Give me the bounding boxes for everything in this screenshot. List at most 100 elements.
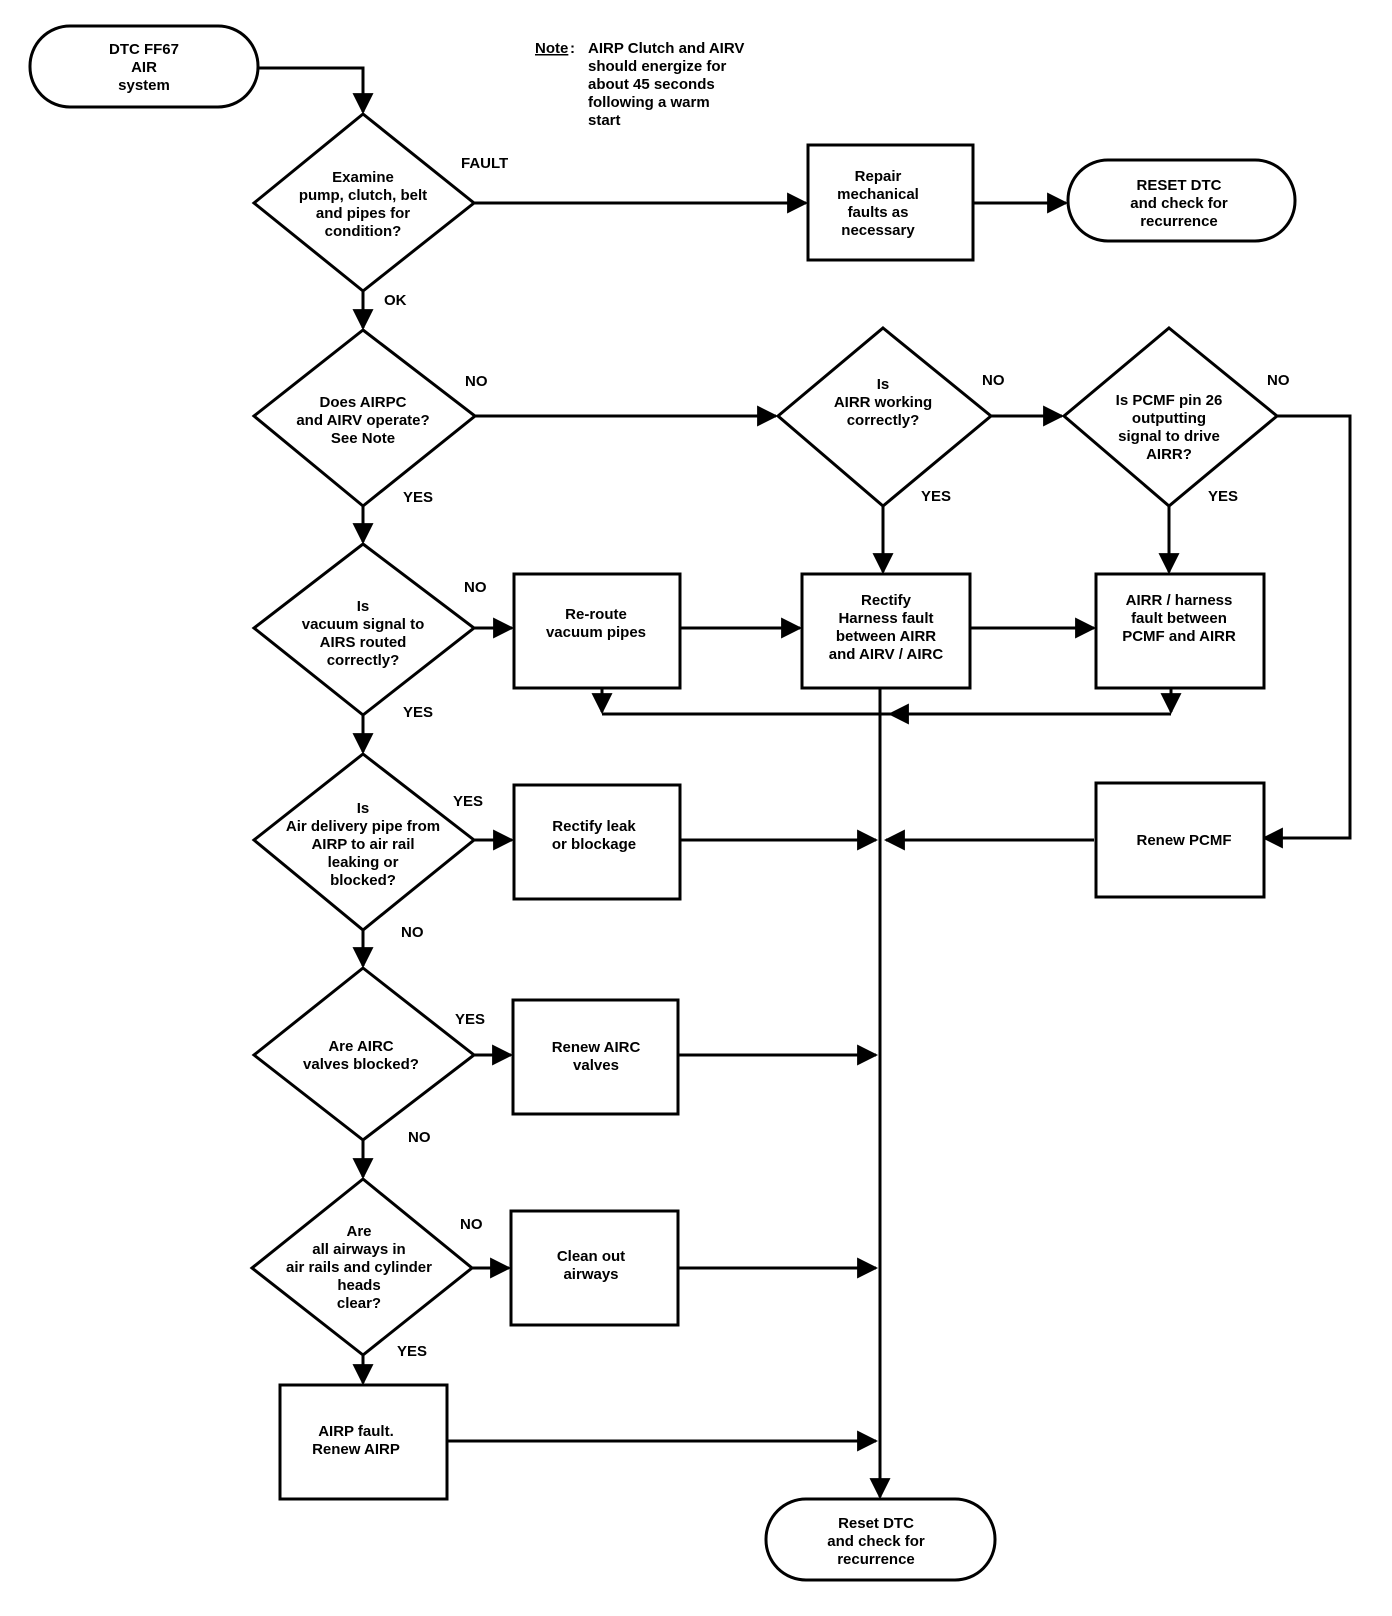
node-text: Re-route [565,606,627,623]
edge-label-airr-no: NO [982,372,1005,389]
edge-label-airpc-no: NO [465,373,488,390]
node-text: RESET DTC [1136,177,1221,194]
node-text: Is [877,376,890,393]
node-text: AIR [131,59,157,76]
node-text: correctly? [327,652,400,669]
edge-label-airpc-yes: YES [403,489,433,506]
edge-label-ok: OK [384,292,407,309]
note-heading: Note [535,40,568,57]
node-text: Does AIRPC [320,394,407,411]
note-line: about 45 seconds [588,76,715,93]
node-text: and check for [827,1533,925,1550]
node-text: between AIRR [836,628,936,645]
note-colon: : [570,40,575,57]
node-text: signal to drive [1118,428,1220,445]
node-text: DTC FF67 [109,41,179,58]
node-text: blocked? [330,872,396,889]
decision-vacuum: Is vacuum signal to AIRS routed correctl… [251,542,477,717]
node-text: fault between [1131,610,1227,627]
note: Note : AIRP Clutch and AIRV should energ… [535,40,744,129]
decision-airr: Is AIRR working correctly? [775,326,994,508]
node-text: Renew AIRC [552,1039,641,1056]
terminator-reset-bottom: Reset DTC and check for recurrence [764,1497,997,1582]
node-text: system [118,77,170,94]
node-text: AIRP fault. [318,1423,394,1440]
box-airp-fault: AIRP fault. Renew AIRP [278,1383,449,1501]
decision-pcmf: Is PCMF pin 26 outputting signal to driv… [1061,326,1280,508]
node-text: outputting [1132,410,1206,427]
edge-label-pcmf-no: NO [1267,372,1290,389]
connectors [257,66,1352,1500]
node-text: valves blocked? [303,1056,419,1073]
decision-airpc: Does AIRPC and AIRV operate? See Note [251,328,478,508]
node-text: recurrence [1140,213,1218,230]
note-line: AIRP Clutch and AIRV [588,40,744,57]
node-text: and AIRV operate? [296,412,429,429]
node-text: Is [357,598,370,615]
edge-label-airways-yes: YES [397,1343,427,1360]
decision-airc-valves: Are AIRC valves blocked? [251,966,477,1142]
node-text: Reset DTC [838,1515,914,1532]
node-text: correctly? [847,412,920,429]
node-text: clear? [337,1295,381,1312]
note-line: following a warm [588,94,710,111]
node-text: Is [357,800,370,817]
node-text: See Note [331,430,395,447]
box-renew-pcmf: Renew PCMF [1094,781,1266,899]
node-text: and check for [1130,195,1228,212]
node-text: airways [563,1266,618,1283]
node-text: Rectify leak [552,818,636,835]
node-text: AIRR? [1146,446,1192,463]
node-text: Renew PCMF [1136,832,1231,849]
node-text: Are [346,1223,371,1240]
node-text: necessary [841,222,915,239]
edge-label-airr-yes: YES [921,488,951,505]
edge-label-airc-no: NO [408,1129,431,1146]
box-clean-airways: Clean out airways [509,1209,680,1327]
node-text: mechanical [837,186,919,203]
node-text: faults as [848,204,909,221]
node-text: vacuum signal to [302,616,425,633]
node-text: air rails and cylinder [286,1259,432,1276]
decision-examine: Examine pump, clutch, belt and pipes for… [251,112,477,293]
node-text: Clean out [557,1248,625,1265]
node-text: AIRR working [834,394,932,411]
node-text: Are AIRC [328,1038,393,1055]
node-text: Renew AIRP [312,1441,400,1458]
node-text: valves [573,1057,619,1074]
node-text: Examine [332,169,394,186]
node-text: pump, clutch, belt [299,187,427,204]
box-rectify-harness: Rectify Harness fault between AIRR and A… [800,572,972,690]
edge-label-fault: FAULT [461,155,508,172]
note-line: start [588,112,621,129]
edge-label-airways-no: NO [460,1216,483,1233]
box-reroute-vacuum: Re-route vacuum pipes [512,572,682,690]
node-text: Rectify [861,592,912,609]
edge-label-vacuum-no: NO [464,579,487,596]
node-text: and pipes for [316,205,410,222]
edge-label-airc-yes: YES [455,1011,485,1028]
node-text: Repair [855,168,902,185]
node-text: condition? [325,223,402,240]
edge-label-delivery-yes: YES [453,793,483,810]
node-text: leaking or [328,854,399,871]
node-text: Harness fault [838,610,933,627]
node-text: recurrence [837,1551,915,1568]
node-text: vacuum pipes [546,624,646,641]
decision-air-delivery: Is Air delivery pipe from AIRP to air ra… [251,752,477,932]
note-line: should energize for [588,58,727,75]
decision-airways: Are all airways in air rails and cylinde… [249,1177,475,1357]
box-airr-harness-fault: AIRR / harness fault between PCMF and AI… [1094,572,1266,690]
edge-label-vacuum-yes: YES [403,704,433,721]
node-text: and AIRV / AIRC [829,646,944,663]
node-text: AIRP to air rail [311,836,414,853]
terminator-reset-top: RESET DTC and check for recurrence [1066,158,1297,243]
box-repair-mechanical: Repair mechanical faults as necessary [806,143,975,262]
node-text: PCMF and AIRR [1122,628,1236,645]
edge-label-pcmf-yes: YES [1208,488,1238,505]
node-text: heads [337,1277,380,1294]
node-text: AIRS routed [320,634,407,651]
node-text: Air delivery pipe from [286,818,440,835]
edge-label-delivery-no: NO [401,924,424,941]
node-text: AIRR / harness [1126,592,1233,609]
